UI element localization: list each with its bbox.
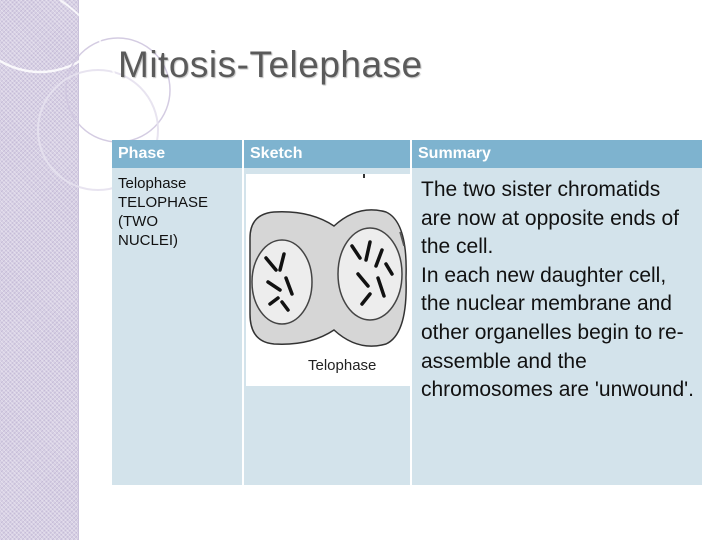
phase-table: Phase Sketch Summary Telophase TELOPHASE… [112,140,702,485]
phase-line: Telophase [118,175,187,192]
telophase-illustration: Telophase [249,174,407,374]
table-row: Telophase TELOPHASE (TWO NUCLEI) [112,168,702,485]
table-header-row: Phase Sketch Summary [112,140,702,168]
summary-line: The two sister chromatids are now at opp… [421,178,680,259]
phase-line: TELOPHASE [118,194,209,211]
sketch-caption: Telophase [308,357,376,374]
header-summary: Summary [411,140,702,168]
header-sketch: Sketch [243,140,412,168]
summary-cell: The two sister chromatids are now at opp… [411,168,702,485]
header-phase: Phase [112,140,244,168]
phase-line: (TWO [118,213,158,230]
phase-cell: Telophase TELOPHASE (TWO NUCLEI) [112,168,244,485]
sketch-cell: Telophase [243,168,412,485]
telophase-sketch-image: Telophase [246,174,410,386]
slide-title: Mitosis-Telephase [118,44,423,85]
left-decorative-band [0,0,79,540]
summary-line: In each new daughter cell, the nuclear m… [421,263,694,402]
phase-line: NUCLEI) [118,232,179,249]
